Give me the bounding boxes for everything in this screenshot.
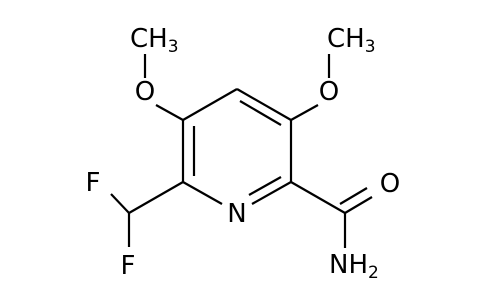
bond-c6-camide xyxy=(290,181,346,214)
methyl-left-label: CH3 xyxy=(130,24,179,57)
carbonyl-oxygen-label: O xyxy=(380,169,400,199)
methyl-right-label: CH3 xyxy=(327,24,376,57)
bond-c-o-double-1 xyxy=(344,196,373,214)
bond-c4-c5-inner xyxy=(239,100,282,126)
oxygen-right-label: O xyxy=(319,77,339,107)
bond-c3-c4 xyxy=(182,88,238,121)
bond-n-c2 xyxy=(182,181,223,205)
bond-cf-top xyxy=(110,193,130,214)
bond-c-o-double-2 xyxy=(339,187,368,205)
bond-c6-n-inner xyxy=(248,176,282,196)
fluorine-bottom-label: F xyxy=(121,251,136,281)
bond-c6-n xyxy=(251,181,292,205)
bond-c2-chf2 xyxy=(128,181,184,214)
bond-c5-o-right xyxy=(290,104,319,121)
ring-nitrogen-label: N xyxy=(227,199,246,229)
oxygen-left-label: O xyxy=(135,77,155,107)
bond-c3-o-left xyxy=(155,104,184,121)
fluorine-top-label: F xyxy=(86,168,101,198)
amide-nh2-label: NH2 xyxy=(329,250,379,283)
bond-c4-c5 xyxy=(236,88,292,121)
